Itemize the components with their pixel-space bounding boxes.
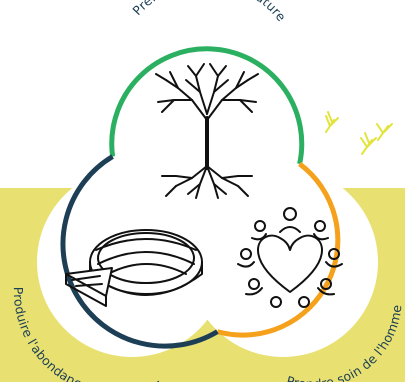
sprout-icon (326, 112, 392, 154)
label-nature: Prendre soin de la nature (129, 0, 289, 24)
